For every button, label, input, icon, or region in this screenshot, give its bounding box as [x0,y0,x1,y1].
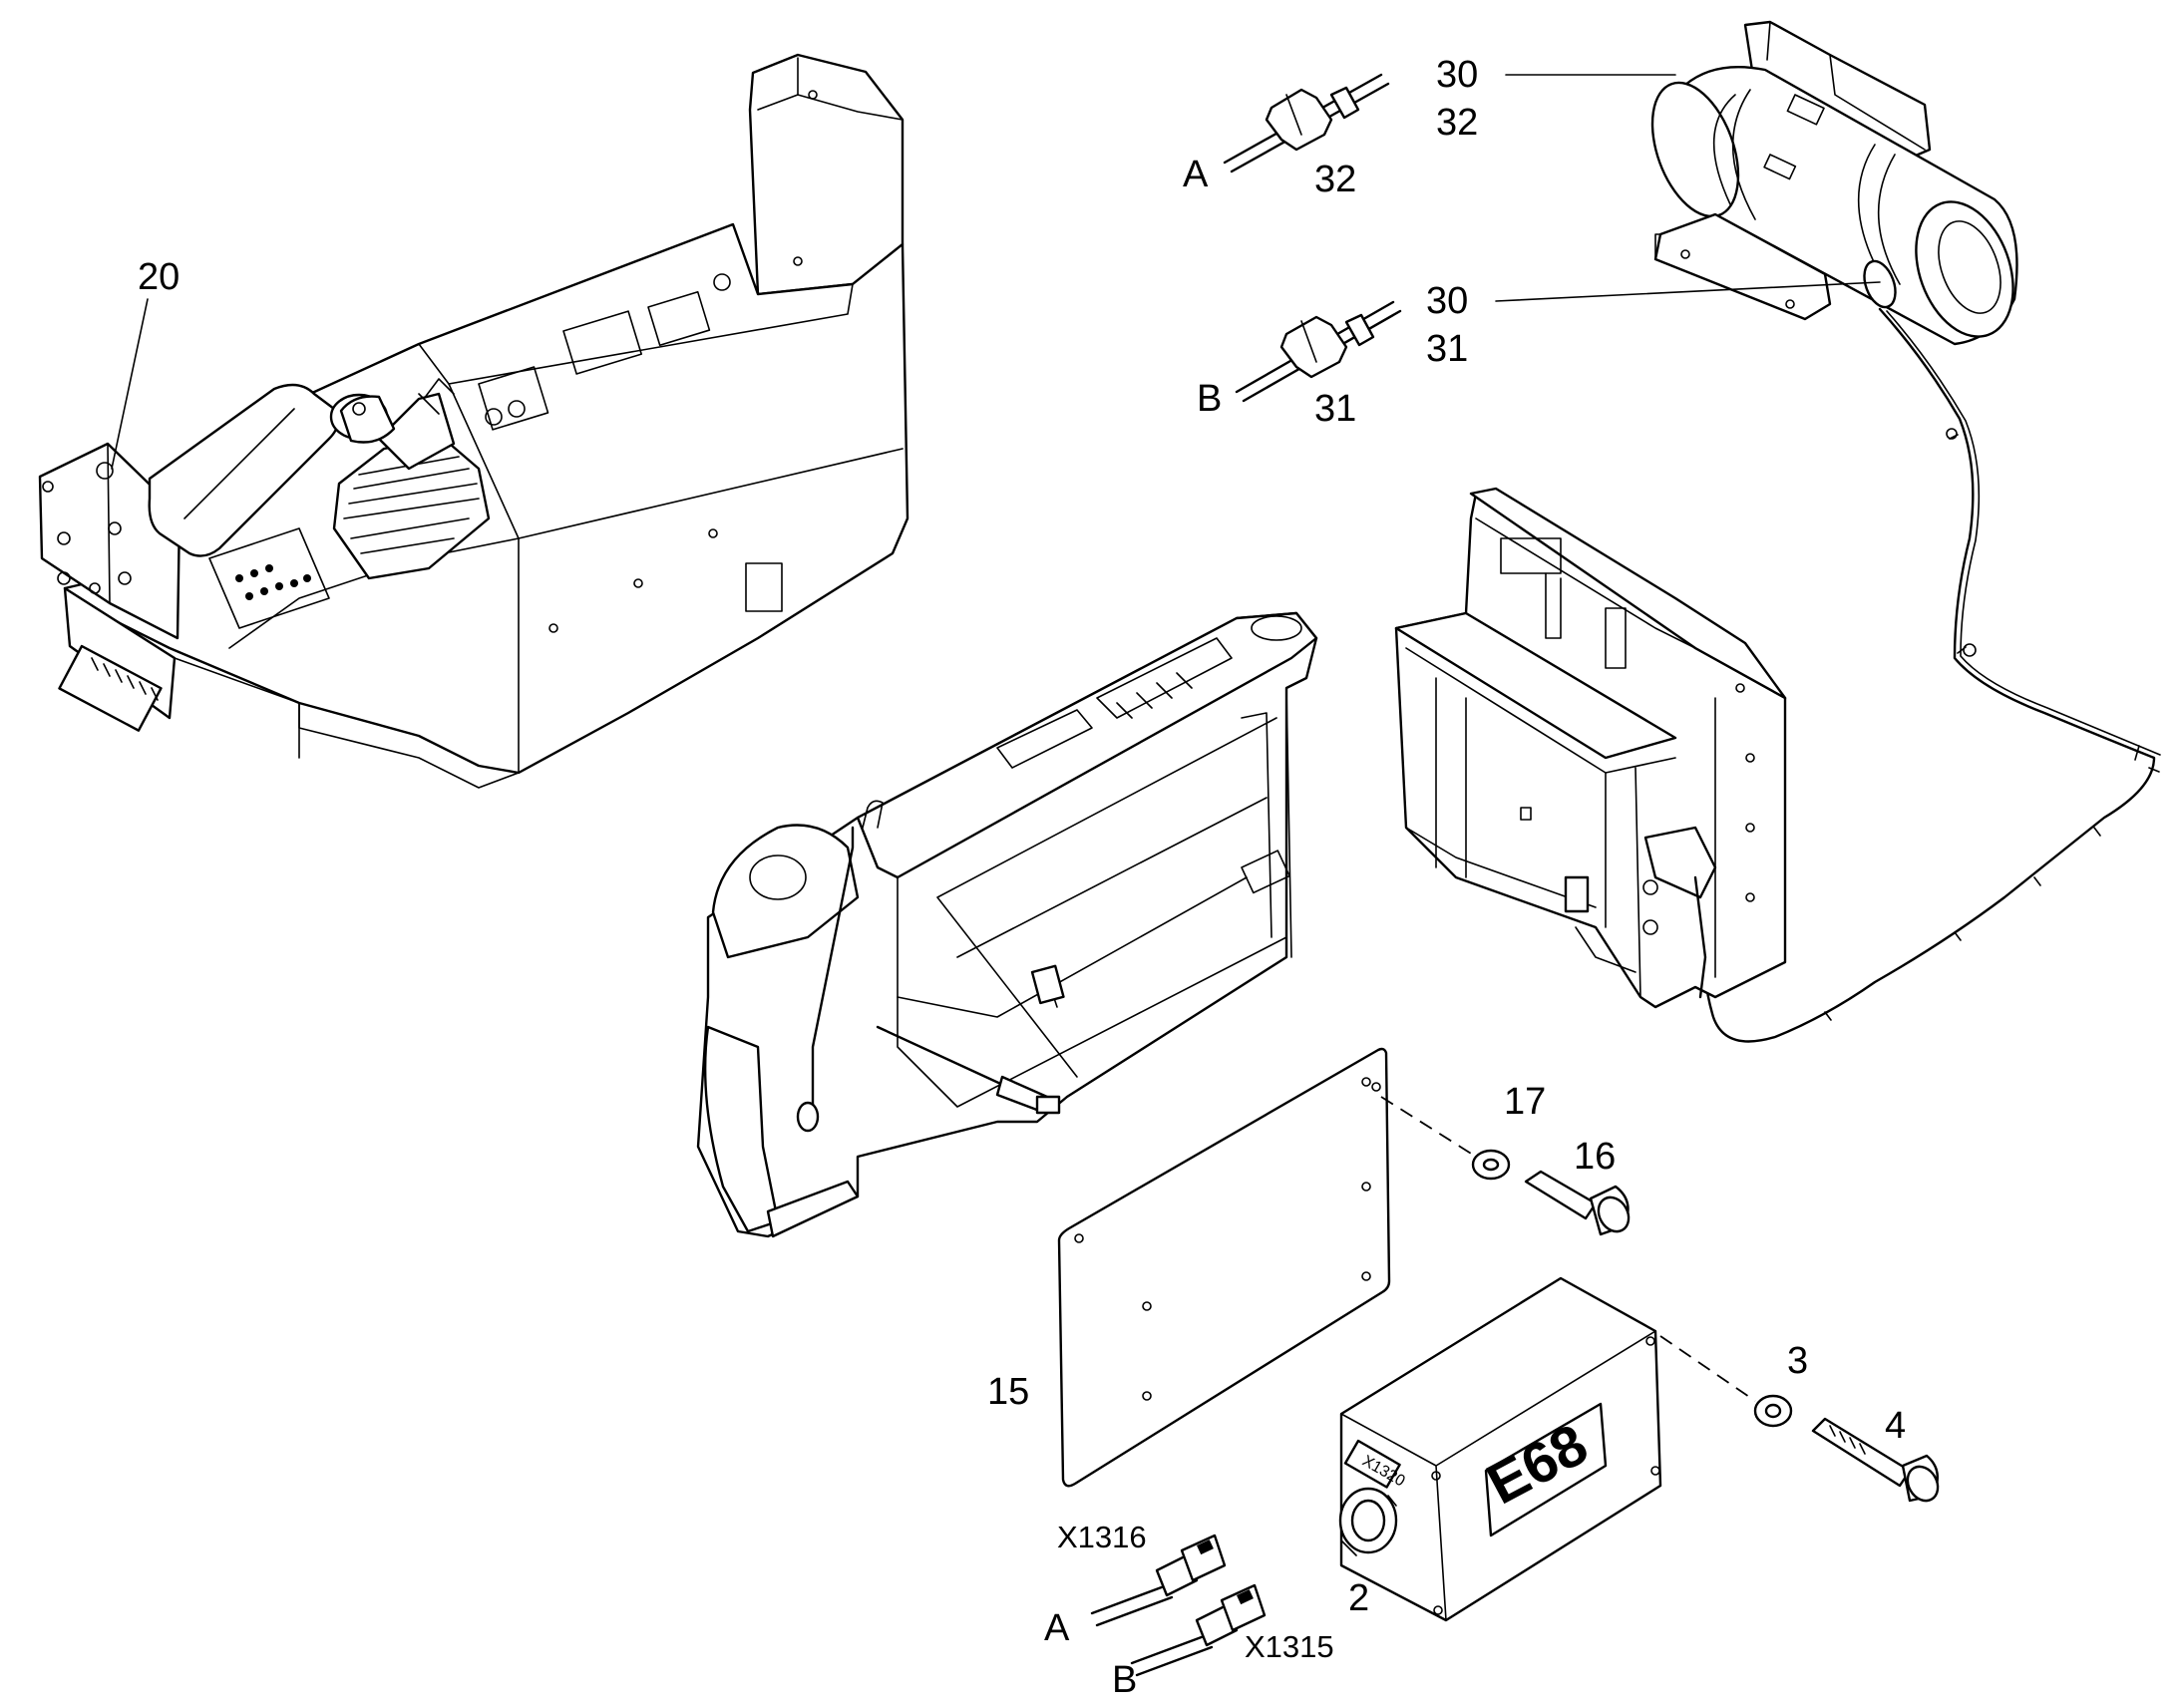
callout-30-top: 30 [1436,54,1478,96]
part-4-bolt [1811,1417,1940,1503]
part-3-washer [1753,1394,1793,1428]
leader-30-mid [1495,281,1881,302]
callout-20: 20 [138,256,180,298]
assembly-line-15-17 [1380,1096,1477,1158]
callout-a-connector: A [1044,1607,1070,1649]
part-20-operator-console [38,53,909,789]
callout-31-mid: 31 [1426,328,1468,370]
fitting-32 [1223,73,1390,173]
part-16-bolt [1524,1170,1631,1236]
seat-frame-assembly [696,611,1318,1238]
callout-3: 3 [1787,1340,1808,1382]
callout-16: 16 [1574,1136,1616,1178]
callout-x1316: X1316 [1057,1520,1147,1554]
callout-31-fitting: 31 [1314,388,1356,430]
callout-x1315: X1315 [1245,1629,1334,1664]
callout-b-connector: B [1112,1659,1137,1701]
callout-b-fitting: B [1197,378,1222,420]
connector-x1316 [1090,1534,1227,1627]
callout-17: 17 [1504,1081,1546,1123]
seat-mounting-box [1394,487,1787,1009]
part-30-blower-assembly [1650,20,2018,346]
connector-x1315 [1130,1583,1267,1677]
blower-cable-harness [1703,307,2161,1043]
fitting-31 [1235,300,1402,403]
callout-30-mid: 30 [1426,280,1468,322]
callout-32-top: 32 [1436,102,1478,144]
part-15-mounting-plate [1057,1047,1391,1488]
part-17-washer [1471,1149,1511,1181]
leader-20 [111,298,149,470]
callout-15: 15 [987,1371,1029,1413]
callout-a-fitting: A [1183,154,1209,195]
callout-2: 2 [1348,1577,1369,1619]
part-2-control-module: E68 X1320 [1338,1276,1662,1622]
assembly-line-2-3 [1659,1335,1756,1402]
callout-4: 4 [1885,1405,1906,1447]
callout-32-fitting: 32 [1314,159,1356,200]
